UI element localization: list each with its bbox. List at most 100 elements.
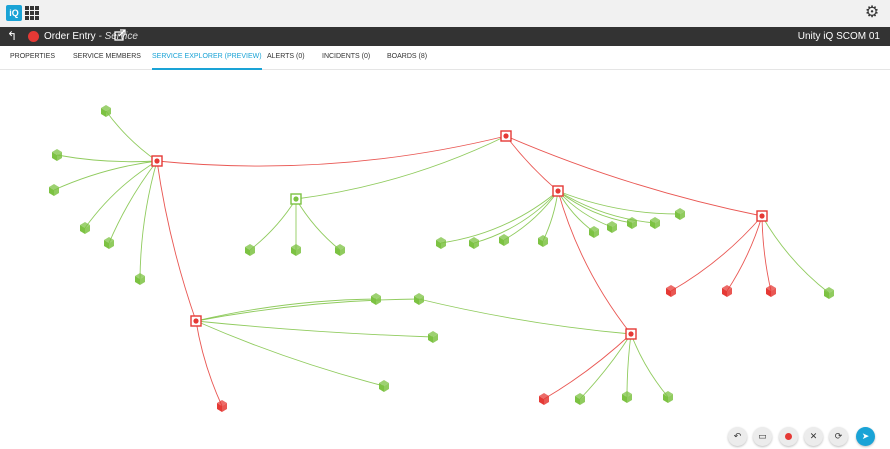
component-node[interactable] bbox=[104, 237, 114, 249]
component-node[interactable] bbox=[379, 380, 389, 392]
graph-edge bbox=[195, 298, 377, 322]
service-group-node[interactable] bbox=[190, 315, 202, 327]
graph-edge bbox=[295, 198, 341, 251]
tab-properties[interactable]: PROPERTIES bbox=[10, 53, 55, 60]
refresh-button[interactable]: ⟳ bbox=[829, 427, 848, 446]
component-node[interactable] bbox=[245, 244, 255, 256]
component-node[interactable] bbox=[650, 217, 660, 229]
service-type: Service bbox=[104, 31, 138, 42]
tab-boards[interactable]: BOARDS (8) bbox=[387, 53, 428, 60]
logo[interactable]: iQ bbox=[6, 5, 22, 21]
graph-nodes bbox=[49, 105, 834, 412]
status-indicator bbox=[28, 31, 39, 42]
component-node[interactable] bbox=[101, 105, 111, 117]
component-node[interactable] bbox=[371, 293, 381, 305]
component-node[interactable] bbox=[469, 237, 479, 249]
graph-edge bbox=[505, 135, 763, 217]
graph-edge bbox=[295, 135, 507, 200]
back-arrow-icon[interactable]: ↰ bbox=[7, 29, 18, 43]
component-node[interactable] bbox=[663, 391, 673, 403]
component-node[interactable] bbox=[607, 221, 617, 233]
tab-service-explorer[interactable]: SERVICE EXPLORER (PREVIEW) bbox=[152, 46, 262, 70]
graph-edge bbox=[557, 190, 632, 335]
graph-edge bbox=[630, 333, 669, 398]
component-node[interactable] bbox=[49, 184, 59, 196]
graph-edge bbox=[139, 160, 158, 280]
component-node[interactable] bbox=[575, 393, 585, 405]
graph-edge bbox=[195, 320, 223, 407]
tab-bar: PROPERTIES SERVICE MEMBERS SERVICE EXPLO… bbox=[0, 46, 890, 70]
graph-edge bbox=[579, 333, 632, 400]
graph-edge bbox=[249, 198, 297, 251]
graph-edge bbox=[195, 320, 385, 387]
component-node[interactable] bbox=[622, 391, 632, 403]
graph-edge bbox=[761, 215, 772, 292]
component-node[interactable] bbox=[80, 222, 90, 234]
graph-edge bbox=[108, 160, 158, 244]
save-button[interactable]: ▭ bbox=[753, 427, 772, 446]
external-link-icon[interactable] bbox=[114, 29, 126, 41]
graph-edge bbox=[156, 160, 197, 322]
graph-edge bbox=[53, 160, 158, 191]
component-node[interactable] bbox=[499, 234, 509, 246]
component-node[interactable] bbox=[627, 217, 637, 229]
service-group-node[interactable] bbox=[625, 328, 637, 340]
service-group-node[interactable] bbox=[552, 185, 564, 197]
send-button[interactable]: ➤ bbox=[856, 427, 875, 446]
service-group-node[interactable] bbox=[151, 155, 163, 167]
component-node[interactable] bbox=[428, 331, 438, 343]
graph-edges bbox=[53, 110, 830, 407]
component-node[interactable] bbox=[52, 149, 62, 161]
component-node[interactable] bbox=[135, 273, 145, 285]
tab-service-members[interactable]: SERVICE MEMBERS bbox=[73, 53, 141, 60]
graph-edge bbox=[473, 190, 559, 244]
service-topology-graph[interactable] bbox=[0, 70, 890, 449]
graph-edge bbox=[195, 320, 434, 338]
component-node[interactable] bbox=[291, 244, 301, 256]
undo-button[interactable]: ↶ bbox=[728, 427, 747, 446]
tab-incidents[interactable]: INCIDENTS (0) bbox=[322, 53, 371, 60]
service-group-node[interactable] bbox=[290, 193, 302, 205]
component-node[interactable] bbox=[675, 208, 685, 220]
graph-edge bbox=[726, 215, 763, 292]
grid-icon[interactable] bbox=[25, 6, 39, 20]
component-node[interactable] bbox=[589, 226, 599, 238]
top-bar: iQ ⚙ bbox=[0, 0, 890, 27]
graph-edge bbox=[105, 110, 158, 162]
record-button[interactable] bbox=[779, 427, 798, 446]
expand-button[interactable]: ✕ bbox=[804, 427, 823, 446]
graph-edge bbox=[557, 190, 633, 224]
title-separator: - bbox=[95, 31, 105, 42]
graph-edge bbox=[418, 298, 632, 335]
page-title: Order Entry - Service bbox=[44, 30, 138, 43]
server-name: Unity iQ SCOM 01 bbox=[797, 31, 880, 42]
graph-edge bbox=[670, 215, 763, 292]
graph-edge bbox=[557, 190, 681, 215]
gear-icon[interactable]: ⚙ bbox=[864, 4, 880, 21]
component-node[interactable] bbox=[722, 285, 732, 297]
service-name: Order Entry bbox=[44, 31, 96, 42]
component-node[interactable] bbox=[824, 287, 834, 299]
service-header: ↰ Order Entry - Service Unity iQ SCOM 01 bbox=[0, 27, 890, 46]
graph-edge bbox=[195, 298, 420, 322]
graph-edge bbox=[156, 135, 507, 167]
graph-edge bbox=[440, 190, 559, 244]
component-node[interactable] bbox=[217, 400, 227, 412]
component-node[interactable] bbox=[335, 244, 345, 256]
record-icon bbox=[785, 433, 792, 441]
graph-edge bbox=[761, 215, 830, 294]
component-node[interactable] bbox=[766, 285, 776, 297]
component-node[interactable] bbox=[538, 235, 548, 247]
graph-edge bbox=[626, 333, 632, 398]
graph-edge bbox=[543, 333, 632, 400]
component-node[interactable] bbox=[539, 393, 549, 405]
tab-alerts[interactable]: ALERTS (0) bbox=[267, 53, 305, 60]
graph-edge bbox=[505, 135, 559, 192]
graph-edge bbox=[56, 154, 158, 163]
component-node[interactable] bbox=[666, 285, 676, 297]
component-node[interactable] bbox=[414, 293, 424, 305]
graph-edge bbox=[557, 190, 656, 224]
component-node[interactable] bbox=[436, 237, 446, 249]
service-group-node[interactable] bbox=[500, 130, 512, 142]
service-group-node[interactable] bbox=[756, 210, 768, 222]
